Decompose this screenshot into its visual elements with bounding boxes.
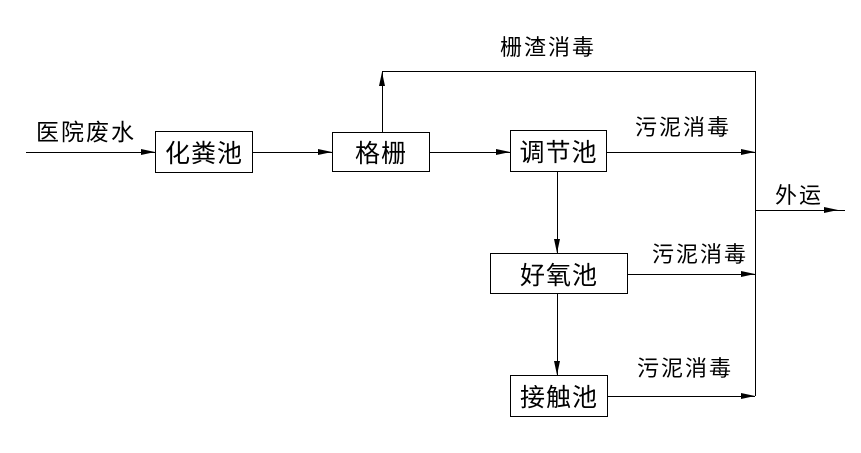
screen-to-regulating-line — [430, 152, 510, 153]
screen-residue-up-line — [382, 71, 383, 132]
source-label: 医院废水 — [36, 120, 136, 145]
sludge-label-aerobic: 污泥消毒 — [652, 242, 749, 267]
contact-sludge-line — [608, 396, 755, 397]
sludge-label-regulating: 污泥消毒 — [635, 115, 732, 140]
aerobic-sludge-arrowhead — [741, 271, 755, 277]
outbound-label: 外运 — [775, 183, 824, 208]
node-regulating-tank: 调节池 — [510, 130, 607, 172]
screen-residue-top-line — [382, 71, 755, 72]
sludge-label-contact: 污泥消毒 — [637, 356, 734, 381]
regulating-sludge-arrowhead — [741, 149, 755, 155]
septic-to-screen-arrowhead — [318, 149, 332, 155]
node-contact-tank-label: 接触池 — [519, 385, 598, 412]
septic-to-screen-line — [253, 152, 332, 153]
contact-sludge-arrowhead — [741, 393, 755, 399]
node-septic-tank-label: 化粪池 — [164, 141, 243, 168]
screen-residue-up-arrowhead — [379, 72, 385, 86]
inflow-arrowhead — [141, 149, 155, 155]
node-screen-label: 格栅 — [354, 141, 407, 168]
node-septic-tank: 化粪池 — [155, 131, 253, 173]
node-screen: 格栅 — [332, 132, 430, 172]
node-aerobic-tank-label: 好氧池 — [519, 262, 598, 290]
node-aerobic-tank: 好氧池 — [490, 253, 628, 294]
aerobic-to-contact-arrowhead — [554, 361, 560, 375]
outbound-line — [755, 210, 845, 211]
aerobic-to-contact-line — [557, 294, 558, 375]
regulating-to-aerobic-arrowhead — [554, 239, 560, 253]
aerobic-sludge-line — [628, 274, 755, 275]
screen-to-regulating-arrowhead — [496, 149, 510, 155]
regulating-to-aerobic-line — [557, 172, 558, 253]
inflow-line — [26, 152, 155, 153]
collector-line — [755, 71, 756, 396]
node-contact-tank: 接触池 — [510, 375, 608, 417]
node-regulating-tank-label: 调节池 — [519, 140, 598, 167]
regulating-sludge-line — [607, 152, 755, 153]
outbound-arrowhead — [824, 207, 838, 213]
screen-residue-label: 栅渣消毒 — [500, 35, 597, 60]
